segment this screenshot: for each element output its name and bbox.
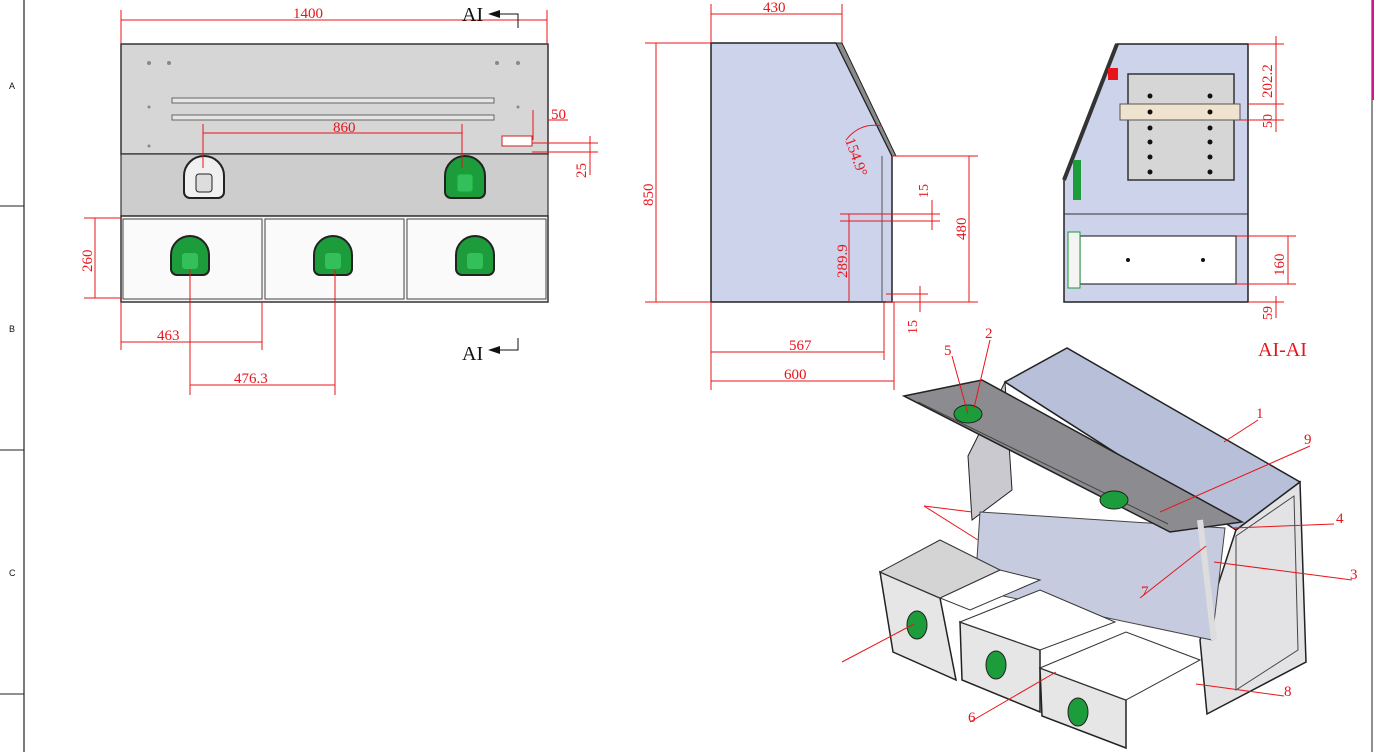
iso-lid-latch-2: [1099, 490, 1129, 510]
balloon-9: 9: [1304, 432, 1312, 448]
dim-width: 1400: [293, 6, 323, 22]
balloon-5: 5: [944, 343, 952, 359]
dim-badge-offset: 50: [551, 107, 566, 123]
dim-drawer-height: 260: [80, 250, 96, 273]
side-dimension-lines: [645, 4, 978, 390]
section-drawer-latch: [1067, 231, 1081, 289]
section-view: 202.2 50 160 59 AI-AI: [1062, 36, 1307, 361]
dim-top-depth: 430: [763, 0, 786, 16]
iso-leader-lines: [841, 339, 1353, 723]
zone-label-c: C: [9, 568, 16, 578]
front-view: 1400 860 50 25 260 463 476.3 AI AI: [80, 4, 598, 395]
side-body: [710, 42, 893, 303]
section-back-plate: [1127, 73, 1235, 181]
section-arrow-top: [488, 10, 519, 28]
iso-strut: [1197, 519, 1217, 641]
side-view: 430 850 154.9° 15 480 289.9 15 567 600: [641, 0, 978, 390]
dim-base-depth: 567: [789, 338, 812, 354]
iso-open-lid: [901, 379, 1245, 533]
section-drawer: [1079, 235, 1237, 285]
section-view-title: AI-AI: [1258, 339, 1307, 361]
latch-top-right: [444, 155, 486, 199]
latch-top-left: [183, 155, 225, 199]
iso-drawer-right: [1038, 631, 1202, 750]
latch-drawer-middle: [313, 235, 353, 276]
balloon-8: 8: [1284, 684, 1292, 700]
dim-drawer-width: 463: [157, 328, 180, 344]
balloon-2: 2: [985, 326, 993, 342]
section-lid: [1062, 43, 1119, 181]
balloon-4: 4: [1336, 511, 1344, 527]
section-lid-latch: [1073, 160, 1081, 200]
balloon-7: 7: [1141, 584, 1149, 600]
dim-drawer-latch-spacing: 476.3: [234, 371, 268, 387]
dim-section-base: 59: [1261, 306, 1276, 320]
latch-drawer-left: [170, 235, 210, 276]
dim-section-rail: 50: [1261, 114, 1276, 128]
rail-lower: [171, 114, 495, 121]
section-arrow-bottom: [488, 338, 519, 354]
section-rail: [1119, 103, 1241, 121]
dim-total-height: 850: [641, 184, 657, 207]
balloon-1: 1: [1256, 406, 1264, 422]
dim-latch-spacing: 860: [333, 120, 356, 136]
isometric-view: 1 2 3 4 5 6 7 8 9: [841, 326, 1358, 750]
dim-drawer-height-side: 289.9: [835, 244, 851, 278]
balloon-6: 6: [968, 710, 976, 726]
section-label-bottom: AI: [462, 343, 483, 365]
balloon-3: 3: [1350, 567, 1358, 583]
iso-drawer-left: [878, 539, 1042, 682]
dim-badge-vertical: 25: [574, 163, 590, 178]
front-dimension-lines: [84, 10, 598, 395]
dim-total-depth: 600: [784, 367, 807, 383]
dim-section-top: 202.2: [1260, 64, 1276, 98]
section-strut-mount: [1108, 68, 1118, 80]
latch-drawer-right: [455, 235, 495, 276]
dim-lower-height: 480: [954, 218, 970, 241]
rail-upper: [171, 97, 495, 104]
zone-label-a: A: [9, 81, 15, 91]
zone-label-b: B: [9, 324, 15, 334]
dim-gap: 15: [917, 184, 932, 198]
iso-drawer-middle: [958, 589, 1117, 714]
dim-section-drawer: 160: [1272, 254, 1288, 277]
section-label-top: AI: [462, 4, 483, 26]
section-dimension-lines: [1236, 36, 1296, 318]
brand-badge: [501, 135, 533, 147]
dim-bottom-gap: 15: [906, 320, 921, 334]
